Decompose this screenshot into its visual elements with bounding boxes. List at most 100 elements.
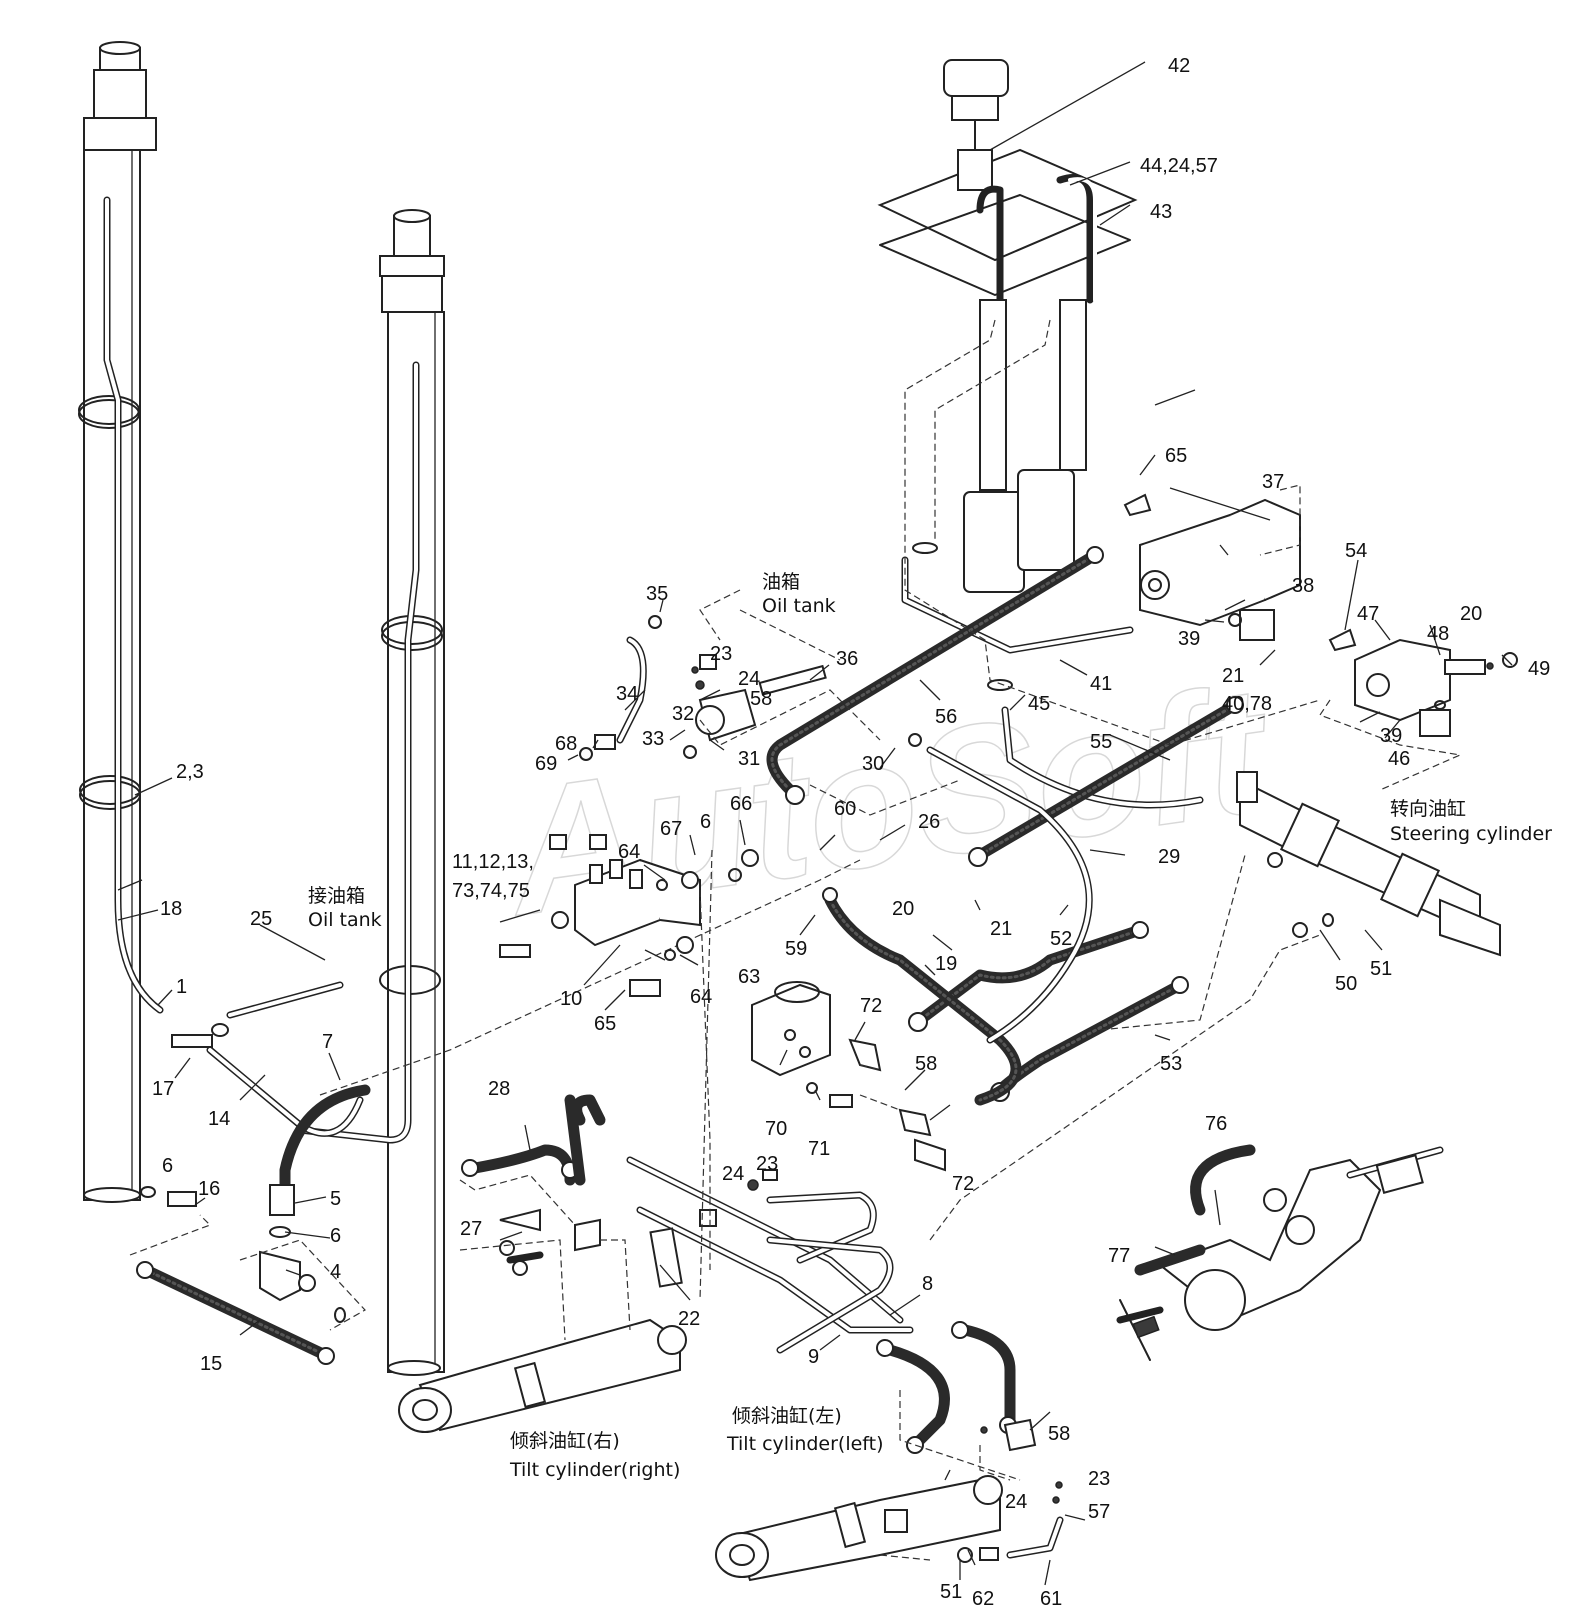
callout-72-a: 72 [860, 995, 882, 1017]
filter-assembly [579, 615, 827, 761]
callout-49: 49 [1528, 658, 1550, 680]
connection-dashes-main [459, 319, 1463, 1561]
priority-valve [751, 981, 946, 1172]
callout-35: 35 [646, 583, 668, 605]
steering-unit [1116, 1144, 1444, 1361]
callout-14: 14 [208, 1108, 230, 1130]
callout-64-b: 64 [690, 986, 712, 1008]
callout-21-a: 21 [990, 918, 1012, 940]
callout-28: 28 [488, 1078, 510, 1100]
callout-6-c: 6 [700, 811, 711, 833]
callout-63: 63 [738, 966, 760, 988]
callout-41: 41 [1090, 673, 1112, 695]
tilt-cylinder-left-label-en: Tilt cylinder(left) [726, 1433, 884, 1455]
callout-77: 77 [1108, 1245, 1130, 1267]
callout-1: 1 [176, 976, 187, 998]
callout-54: 54 [1345, 540, 1367, 562]
callout-67: 67 [660, 818, 682, 840]
callout-65-a: 65 [1165, 445, 1187, 467]
callout-69: 69 [535, 753, 557, 775]
callout-36: 36 [836, 648, 858, 670]
callout-2-3: 2,3 [176, 761, 204, 783]
tilt-cylinder-left-label-cn: 倾斜油缸(左) [732, 1405, 842, 1427]
callout-64-a: 64 [618, 841, 640, 863]
captions: 油箱 Oil tank 接油箱 Oil tank 转向油缸 Steering c… [308, 571, 1552, 1481]
callout-71: 71 [808, 1138, 830, 1160]
callout-48: 48 [1427, 623, 1449, 645]
callout-58-c: 58 [1048, 1423, 1070, 1445]
tilt-cylinder-right [398, 1318, 687, 1433]
oil-tank-assembly [877, 59, 1204, 809]
callout-9: 9 [808, 1346, 819, 1368]
callout-38: 38 [1292, 575, 1314, 597]
callout-27: 27 [460, 1218, 482, 1240]
callout-29: 29 [1158, 846, 1180, 868]
main-pump-assembly [1123, 493, 1301, 641]
callout-24-c: 24 [1005, 1491, 1027, 1513]
steering-cylinder-label-en: Steering cylinder [1390, 823, 1552, 845]
callout-20-a: 20 [892, 898, 914, 920]
lift-cylinder-right [296, 209, 445, 1376]
callout-15: 15 [200, 1353, 222, 1375]
callout-60: 60 [834, 798, 856, 820]
callout-33: 33 [642, 728, 664, 750]
callout-26: 26 [918, 811, 940, 833]
callout-24-a: 24 [738, 668, 760, 690]
steering-pump-assembly [1328, 628, 1518, 737]
callout-25: 25 [250, 908, 272, 930]
callout-16: 16 [198, 1178, 220, 1200]
hose-bundle [766, 546, 1244, 1106]
callout-7: 7 [322, 1031, 333, 1053]
callout-46: 46 [1388, 748, 1410, 770]
callout-23-a: 23 [710, 643, 732, 665]
callout-57: 57 [1088, 1501, 1110, 1523]
callout-58-a: 58 [750, 688, 772, 710]
callout-39-b: 39 [1380, 725, 1402, 747]
callout-30: 30 [862, 753, 884, 775]
callout-23-b: 23 [756, 1153, 778, 1175]
lift-line-assembly [136, 981, 371, 1365]
callout-51-a: 51 [1370, 958, 1392, 980]
oil-tank-top-label-cn: 油箱 [762, 571, 800, 593]
callout-42: 42 [1168, 55, 1190, 77]
callout-8: 8 [922, 1273, 933, 1295]
callout-10: 10 [560, 988, 582, 1010]
callout-17: 17 [152, 1078, 174, 1100]
lift-cylinder-left [78, 41, 164, 1203]
tilt-cylinder-right-label-cn: 倾斜油缸(右) [510, 1430, 620, 1452]
callout-65-b: 65 [594, 1013, 616, 1035]
oil-tank-top-label-en: Oil tank [762, 595, 836, 617]
callout-72-b: 72 [952, 1173, 974, 1195]
callout-21-b: 21 [1222, 665, 1244, 687]
callout-19: 19 [935, 953, 957, 975]
steering-cylinder [1236, 771, 1501, 957]
control-valve [499, 834, 759, 997]
tilt-cylinder-left [715, 1418, 1064, 1582]
callout-39-a: 39 [1178, 628, 1200, 650]
callout-70: 70 [765, 1118, 787, 1140]
callout-40-78: 40,78 [1222, 693, 1272, 715]
oil-tank-left-label-cn: 接油箱 [308, 885, 365, 907]
callout-73-74-75: 73,74,75 [452, 880, 530, 902]
callout-76: 76 [1205, 1113, 1227, 1135]
callout-34: 34 [616, 683, 638, 705]
callout-20-b: 20 [1460, 603, 1482, 625]
callout-32: 32 [672, 703, 694, 725]
steering-cylinder-label-cn: 转向油缸 [1390, 798, 1466, 820]
callout-numbers: 1 2,3 4 5 6 6 6 7 8 9 10 11,12,13, 73,74… [152, 55, 1550, 1610]
callout-43: 43 [1150, 201, 1172, 223]
callout-47: 47 [1357, 603, 1379, 625]
callout-68: 68 [555, 733, 577, 755]
callout-53: 53 [1160, 1053, 1182, 1075]
callout-5: 5 [330, 1188, 341, 1210]
callout-11-12-13: 11,12,13, [452, 851, 534, 873]
callout-6-b: 6 [330, 1225, 341, 1247]
callout-22: 22 [678, 1308, 700, 1330]
oil-tank-left-label-en: Oil tank [308, 909, 382, 931]
callout-37: 37 [1262, 471, 1284, 493]
callout-6-a: 6 [162, 1155, 173, 1177]
callout-55: 55 [1090, 731, 1112, 753]
callout-18: 18 [160, 898, 182, 920]
callout-51-b: 51 [940, 1581, 962, 1603]
